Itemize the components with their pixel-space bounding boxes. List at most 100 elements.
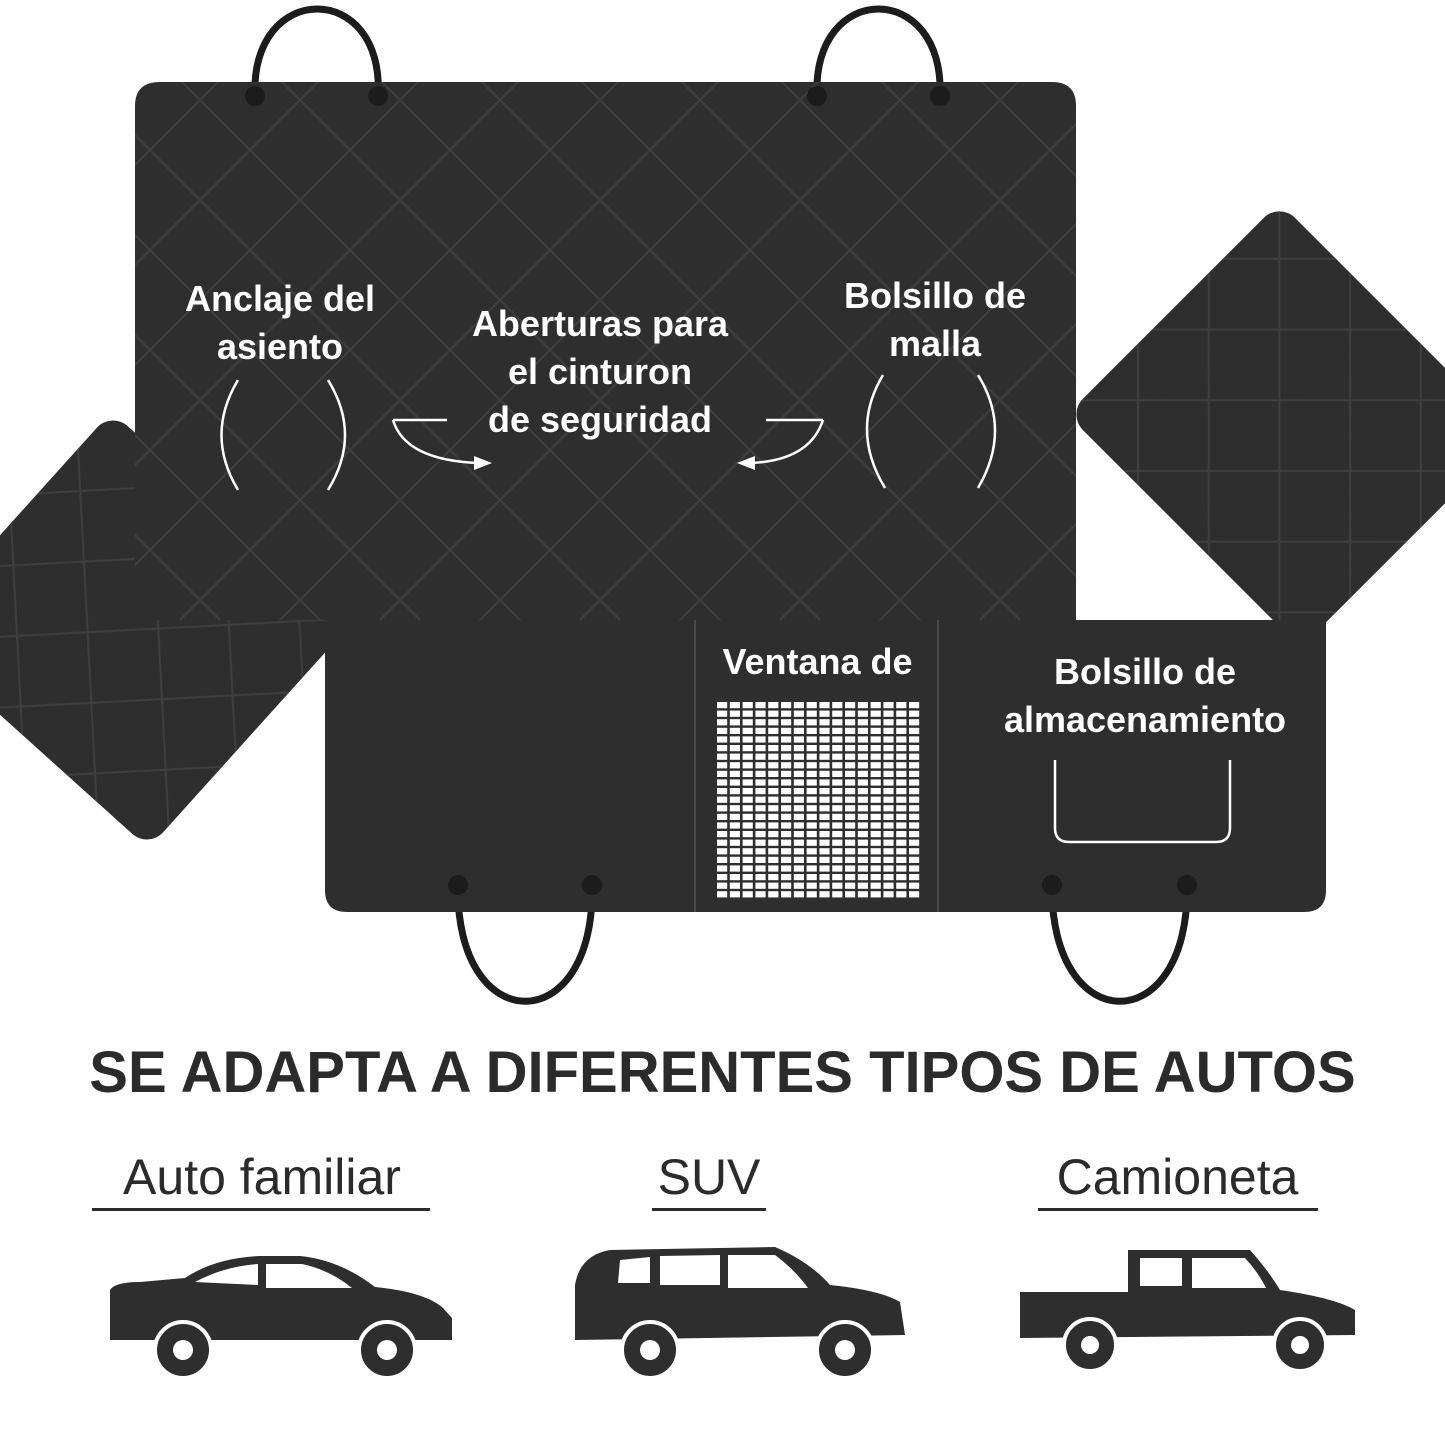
mesh-cell [819,882,830,889]
mesh-cell [832,796,843,803]
mesh-cell [883,831,894,838]
mesh-cell [755,745,766,752]
mesh-cell [870,822,881,829]
mesh-cell [845,779,856,786]
mesh-cell [755,822,766,829]
mesh-cell [909,891,920,898]
mesh-cell [768,805,779,812]
mesh-cell [909,779,920,786]
mesh-cell [793,796,804,803]
mesh-cell [768,856,779,863]
mesh-cell [819,770,830,777]
mesh-cell [909,813,920,820]
mesh-cell [819,745,830,752]
mesh-cell [793,813,804,820]
mesh-cell [845,813,856,820]
mesh-cell [883,865,894,872]
mesh-cell [781,719,792,726]
mesh-cell [896,727,907,734]
mesh-cell [883,702,894,709]
mesh-cell [857,702,868,709]
mesh-cell [742,796,753,803]
mesh-cell [742,770,753,777]
mesh-cell [896,891,907,898]
mesh-cell [742,822,753,829]
mesh-cell [845,882,856,889]
mesh-cell [870,891,881,898]
mesh-cell [781,839,792,846]
mesh-cell [793,882,804,889]
mesh-cell [717,813,728,820]
mesh-cell [793,736,804,743]
mesh-cell [832,874,843,881]
mesh-cell [717,788,728,795]
mesh-cell [857,856,868,863]
mesh-cell [883,788,894,795]
mesh-cell [781,856,792,863]
mesh-cell [742,745,753,752]
mesh-cell [819,796,830,803]
mesh-cell [793,779,804,786]
mesh-cell [755,788,766,795]
mesh-cell [883,839,894,846]
mesh-cell [870,745,881,752]
mesh-cell [857,805,868,812]
mesh-cell [755,702,766,709]
mesh-cell [819,865,830,872]
mesh-cell [870,727,881,734]
mesh-cell [819,822,830,829]
mesh-cell [717,822,728,829]
mesh-cell [717,710,728,717]
mesh-cell [729,736,740,743]
mesh-cell [768,796,779,803]
mesh-cell [768,813,779,820]
mesh-cell [806,831,817,838]
mesh-cell [755,891,766,898]
mesh-cell [909,702,920,709]
mesh-cell [781,822,792,829]
mesh-cell [857,831,868,838]
mesh-cell [832,856,843,863]
mesh-cell [909,882,920,889]
mesh-cell [768,874,779,881]
mesh-cell [717,736,728,743]
mesh-cell [845,770,856,777]
mesh-cell [793,770,804,777]
mesh-cell [755,813,766,820]
mesh-cell [845,710,856,717]
mesh-cell [909,770,920,777]
mesh-cell [870,796,881,803]
top-handle-left [251,5,382,97]
mesh-cell [883,779,894,786]
mesh-cell [781,882,792,889]
mesh-cell [883,736,894,743]
mesh-cell [870,839,881,846]
mesh-cell [845,796,856,803]
mesh-cell [857,839,868,846]
mesh-cell [896,856,907,863]
mesh-cell [909,788,920,795]
mesh-cell [755,839,766,846]
mesh-cell [755,727,766,734]
mesh-cell [832,839,843,846]
mesh-cell [857,745,868,752]
mesh-cell [883,719,894,726]
mesh-cell [883,848,894,855]
mesh-cell [909,736,920,743]
mesh-cell [832,848,843,855]
mesh-cell [742,702,753,709]
mesh-cell [806,770,817,777]
mesh-cell [768,848,779,855]
belt-arrows [391,418,825,470]
mesh-cell [717,779,728,786]
mesh-cell [857,762,868,769]
mesh-cell [768,762,779,769]
mesh-cell [857,779,868,786]
mesh-cell [742,848,753,855]
mesh-cell [870,753,881,760]
mesh-cell [819,762,830,769]
mesh-cell [729,788,740,795]
mesh-cell [755,831,766,838]
mesh-cell [729,719,740,726]
mesh-cell [717,727,728,734]
